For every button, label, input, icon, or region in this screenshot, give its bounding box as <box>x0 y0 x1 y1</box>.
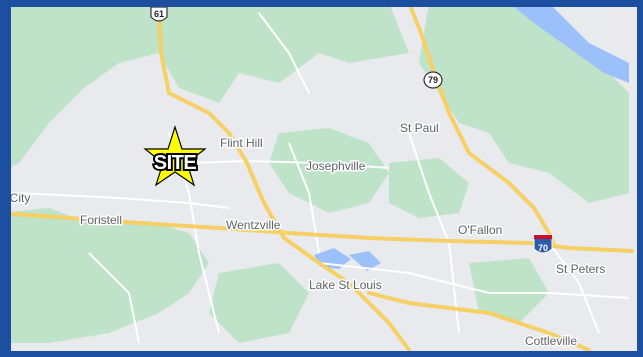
star-icon <box>143 125 207 187</box>
place-label-st-peters[interactable]: St Peters <box>555 261 607 278</box>
site-label: SITE <box>154 152 197 174</box>
place-label-flint-hill[interactable]: Flint Hill <box>219 135 265 152</box>
site-marker[interactable]: SITE <box>143 125 207 187</box>
route-79-number: 79 <box>428 75 438 85</box>
place-label-wentzville[interactable]: Wentzville <box>225 217 283 234</box>
interstate-70-number: 70 <box>538 243 548 253</box>
place-label-partial-city[interactable]: t City <box>3 190 32 207</box>
local-roads <box>18 12 630 344</box>
route-79-shield: 79 <box>423 71 443 89</box>
place-label-josephville[interactable]: Josephville <box>305 158 368 175</box>
place-label-lake-st-louis[interactable]: Lake St Louis <box>308 277 384 294</box>
place-label-ofallon[interactable]: O'Fallon <box>457 222 504 239</box>
interstate-70-shield: 70 <box>533 234 553 254</box>
place-label-st-paul[interactable]: St Paul <box>399 120 441 137</box>
place-label-foristell[interactable]: Foristell <box>79 212 124 229</box>
place-label-cottleville[interactable]: Cottleville <box>524 333 579 350</box>
route-61-shield: 61 <box>150 7 168 22</box>
green-areas <box>11 7 629 343</box>
route-61-number: 61 <box>154 9 164 19</box>
